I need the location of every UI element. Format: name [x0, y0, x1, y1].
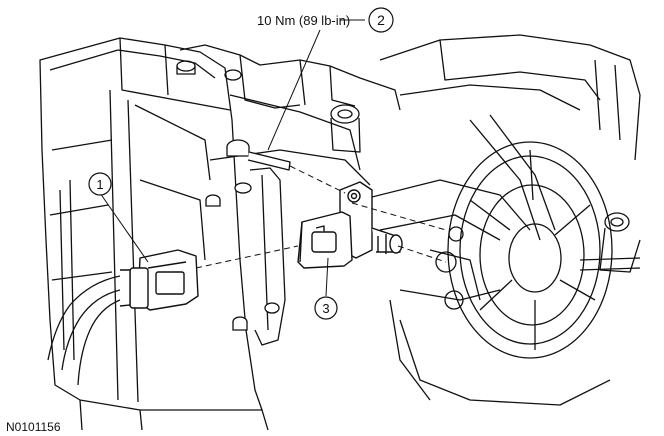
mount-bracket — [249, 114, 556, 346]
leader-1 — [99, 192, 149, 263]
mount-bolts — [205, 182, 280, 331]
wiring-harness — [47, 275, 121, 386]
callout-1-label: 1 — [96, 177, 103, 192]
right-assembly — [330, 34, 641, 406]
long-bolt — [226, 139, 291, 171]
leader-lines — [99, 19, 365, 297]
figure-id: N0101156 — [6, 420, 61, 434]
callout-2: 2 — [368, 7, 394, 33]
leader-3 — [325, 257, 329, 297]
callout-3: 3 — [314, 296, 338, 320]
leader-2-down — [267, 29, 321, 151]
sensor — [297, 181, 403, 269]
torque-spec-label: 10 Nm (89 lb-in) — [257, 13, 350, 28]
left-housing — [39, 37, 269, 431]
callout-2-label: 2 — [377, 12, 385, 28]
alignment-lines — [195, 165, 447, 269]
harness-connector — [119, 249, 199, 311]
callout-3-label: 3 — [322, 301, 329, 316]
callout-1: 1 — [88, 172, 112, 196]
